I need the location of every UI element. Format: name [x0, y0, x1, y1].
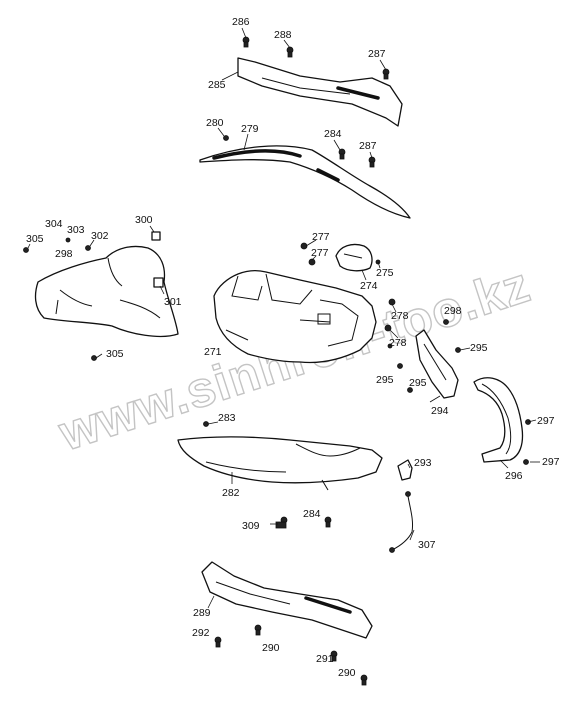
leader-lines — [27, 27, 540, 609]
callout-301: 301 — [164, 296, 182, 308]
callout-293: 293 — [414, 457, 432, 469]
callout-284-second: 284 — [303, 508, 321, 520]
callout-277: 277 — [312, 231, 330, 243]
callout-279: 279 — [241, 123, 259, 135]
callout-295: 295 — [470, 342, 488, 354]
callout-289: 289 — [193, 607, 211, 619]
callout-298: 298 — [55, 248, 73, 260]
callout-280: 280 — [206, 117, 224, 129]
callout-302: 302 — [91, 230, 109, 242]
callout-286: 286 — [232, 16, 250, 28]
callout-292: 292 — [192, 627, 210, 639]
callout-295-second: 295 — [376, 374, 394, 386]
callout-300: 300 — [135, 214, 153, 226]
callout-297-second: 297 — [542, 456, 560, 468]
part-271-main-shell — [213, 270, 377, 364]
part-293-small-bracket — [397, 459, 413, 481]
callout-290-second: 290 — [338, 667, 356, 679]
callout-278: 278 — [391, 310, 409, 322]
callout-275: 275 — [376, 267, 394, 279]
callout-271: 271 — [204, 346, 222, 358]
part-274-small-cap — [335, 243, 373, 272]
callout-288: 288 — [274, 29, 292, 41]
callout-284: 284 — [324, 128, 342, 140]
part-285-upper-side-cover — [237, 57, 403, 127]
callout-304: 304 — [45, 218, 63, 230]
callout-305: 305 — [26, 233, 44, 245]
callout-278-second: 278 — [389, 337, 407, 349]
callout-290: 290 — [262, 642, 280, 654]
callout-307: 307 — [418, 539, 436, 551]
callout-291: 291 — [316, 653, 334, 665]
part-298-front-shield — [34, 245, 179, 338]
callout-294: 294 — [431, 405, 449, 417]
callout-305-second: 305 — [106, 348, 124, 360]
callout-274: 274 — [360, 280, 378, 292]
callout-298-second: 298 — [444, 305, 462, 317]
callout-285: 285 — [208, 79, 226, 91]
part-294-small-panel — [415, 329, 459, 399]
callout-297: 297 — [537, 415, 555, 427]
callout-282: 282 — [222, 487, 240, 499]
callout-303: 303 — [67, 224, 85, 236]
callout-295-third: 295 — [409, 377, 427, 389]
callout-277-second: 277 — [311, 247, 329, 259]
fasteners — [23, 36, 531, 686]
callout-287-second: 287 — [359, 140, 377, 152]
part-282-lower-side-cover — [177, 436, 383, 491]
callout-287: 287 — [368, 48, 386, 60]
part-289-lower-side-cover — [201, 561, 373, 639]
part-307-cable — [389, 491, 413, 553]
callout-309: 309 — [242, 520, 260, 532]
part-296-curved-bracket — [473, 377, 524, 463]
callout-296: 296 — [505, 470, 523, 482]
callout-283: 283 — [218, 412, 236, 424]
callout-labels: 286 288 287 285 280 279 284 287 304 303 … — [26, 16, 560, 679]
part-279-body-strip — [199, 145, 411, 219]
